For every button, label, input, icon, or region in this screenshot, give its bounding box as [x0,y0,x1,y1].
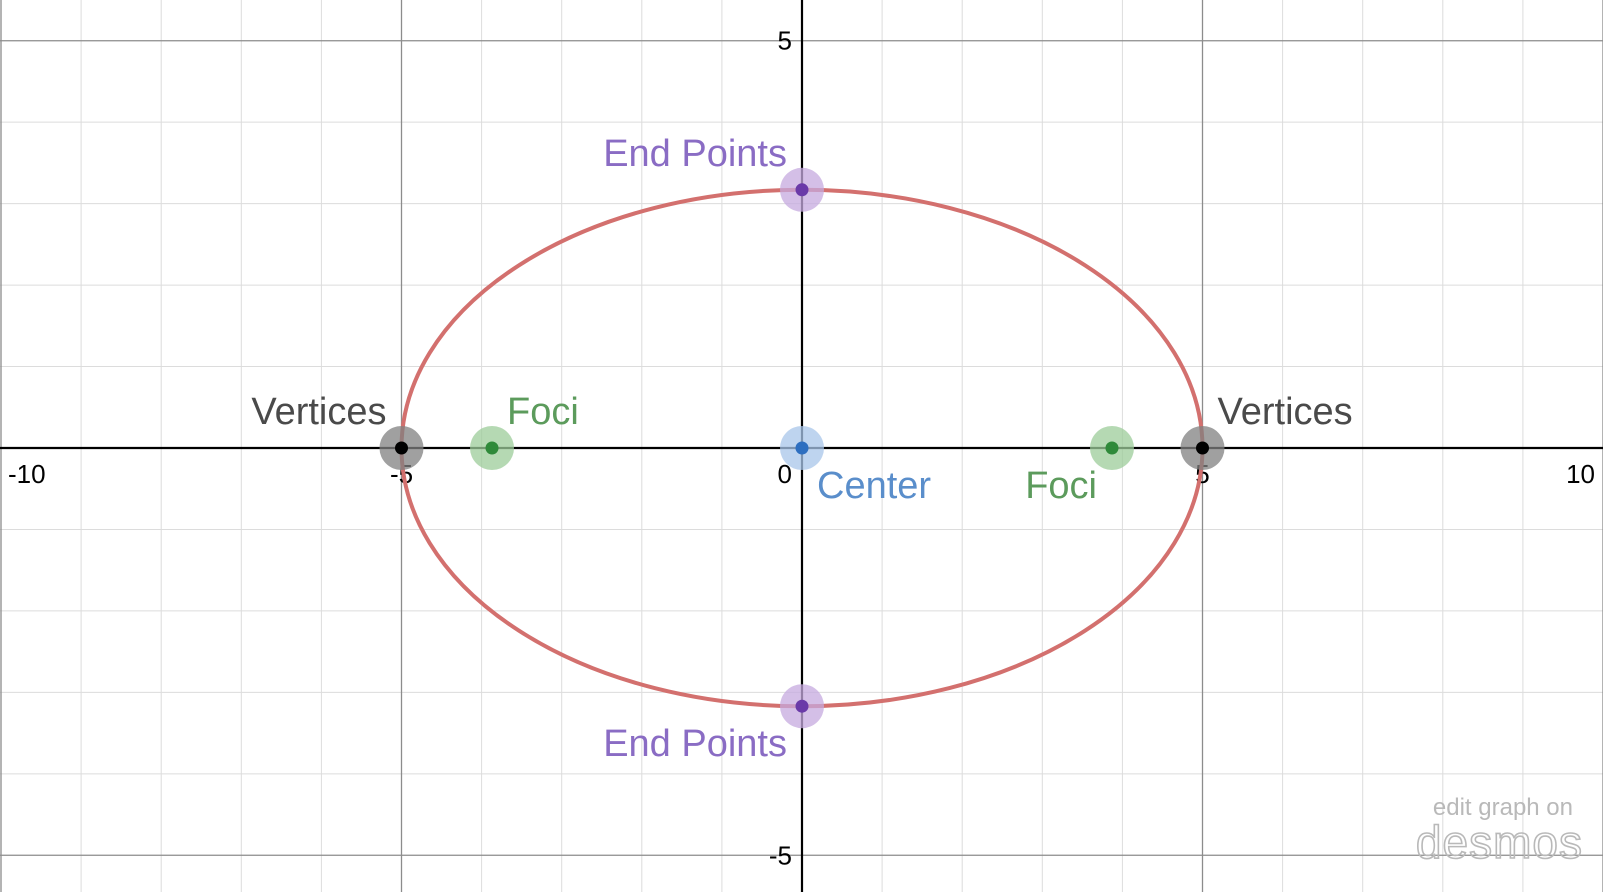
end-points-label: End Points [603,133,787,175]
foci-point [485,441,499,455]
vertices-label: Vertices [251,391,386,433]
foci-label: Foci [1025,465,1097,507]
foci-label: Foci [507,391,579,433]
points-layer [379,167,1225,729]
y-tick-label: -5 [769,840,792,870]
x-tick-label: -10 [8,459,46,489]
x-tick-label: 0 [778,459,792,489]
end-points-point [795,183,809,197]
desmos-watermark[interactable]: edit graph on desmos [1415,794,1583,869]
end-points-point [795,699,809,713]
vertices-point [395,441,408,455]
center-label: Center [817,465,931,507]
center-point [795,441,809,455]
watermark-desmos-logo[interactable]: desmos [1415,815,1583,869]
watermark-edit-text[interactable]: edit graph on [1433,794,1573,821]
foci-point [1105,441,1119,455]
y-tick-label: 5 [778,26,792,56]
vertices-label: Vertices [1218,391,1353,433]
x-tick-label: 10 [1566,459,1595,489]
end-points-label: End Points [603,723,787,765]
vertices-point [1196,441,1209,455]
